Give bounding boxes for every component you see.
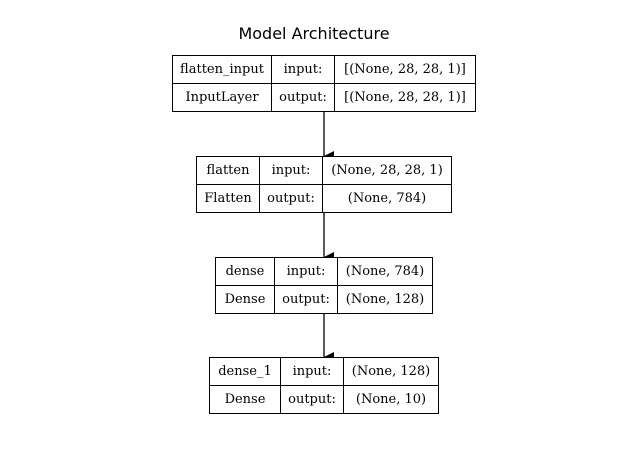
input-label: input: xyxy=(274,257,338,286)
diagram-title: Model Architecture xyxy=(238,24,390,43)
layer-name: flatten_input xyxy=(172,55,272,84)
layer-type: Flatten xyxy=(196,184,260,213)
layer-name: flatten xyxy=(196,156,260,185)
input-label: input: xyxy=(280,357,344,386)
input-shape: (None, 784) xyxy=(337,257,433,286)
layer-node-dense-1: dense_1 input: (None, 128) Dense output:… xyxy=(209,357,439,414)
layer-name: dense xyxy=(215,257,275,286)
input-shape: [(None, 28, 28, 1)] xyxy=(334,55,476,84)
input-shape: (None, 28, 28, 1) xyxy=(322,156,452,185)
layer-node-dense: dense input: (None, 784) Dense output: (… xyxy=(215,257,433,314)
layer-name: dense_1 xyxy=(209,357,281,386)
output-label: output: xyxy=(259,184,323,213)
output-shape: (None, 10) xyxy=(343,385,439,414)
output-shape: (None, 128) xyxy=(337,285,433,314)
output-label: output: xyxy=(280,385,344,414)
layer-type: Dense xyxy=(209,385,281,414)
layer-type: Dense xyxy=(215,285,275,314)
input-label: input: xyxy=(259,156,323,185)
input-label: input: xyxy=(271,55,335,84)
output-label: output: xyxy=(271,83,335,112)
input-shape: (None, 128) xyxy=(343,357,439,386)
output-shape: [(None, 28, 28, 1)] xyxy=(334,83,476,112)
layer-node-flatten: flatten input: (None, 28, 28, 1) Flatten… xyxy=(196,156,452,213)
layer-node-flatten-input: flatten_input input: [(None, 28, 28, 1)]… xyxy=(172,55,476,112)
output-label: output: xyxy=(274,285,338,314)
layer-type: InputLayer xyxy=(172,83,272,112)
output-shape: (None, 784) xyxy=(322,184,452,213)
